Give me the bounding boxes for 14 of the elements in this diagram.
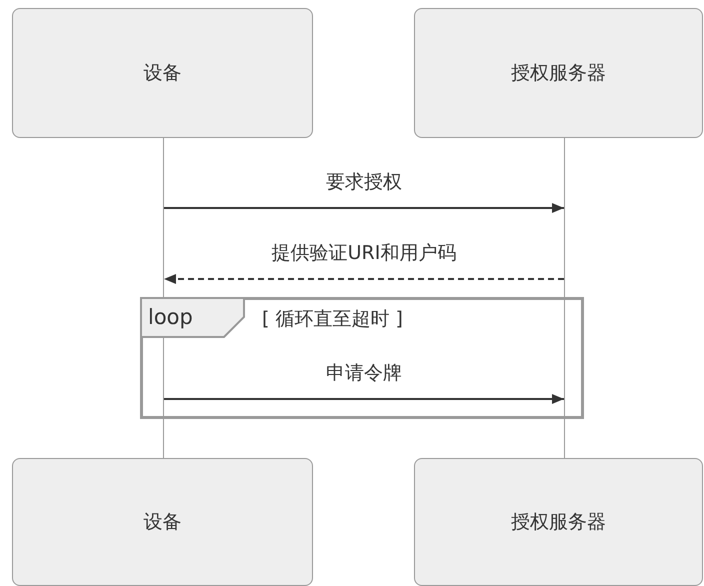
lifeline — [564, 138, 565, 458]
message-label: 要求授权 — [326, 170, 402, 194]
message-label: 申请令牌 — [326, 361, 402, 385]
participant-box: 设备 — [12, 458, 313, 586]
message-arrow — [164, 274, 564, 284]
message-arrow — [164, 203, 564, 213]
loop-keyword: loop — [148, 305, 193, 329]
participant-box: 设备 — [12, 8, 313, 138]
message-arrow — [164, 394, 564, 404]
message-label: 提供验证URI和用户码 — [272, 241, 456, 265]
participant-box: 授权服务器 — [414, 8, 703, 138]
loop-condition: [ 循环直至超时 ] — [262, 307, 403, 331]
participant-box: 授权服务器 — [414, 458, 703, 586]
lifeline — [163, 138, 164, 458]
